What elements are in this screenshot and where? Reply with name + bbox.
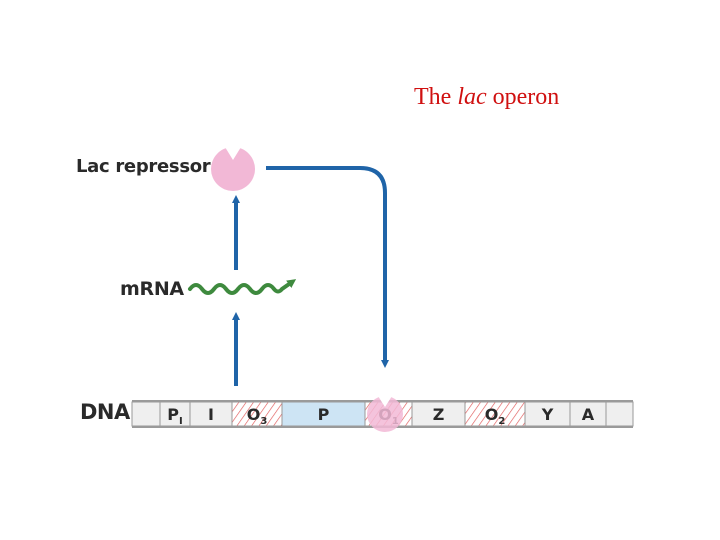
- dna-segment-Y: Y: [524, 401, 571, 427]
- dna-segment-head: [131, 401, 161, 427]
- dna-segment-PI: PI: [159, 401, 191, 427]
- dna-segment-I: I: [189, 401, 233, 427]
- dna-segment-box: [159, 401, 191, 427]
- dna-segment-Z: Z: [411, 401, 466, 427]
- mrna-label: mRNA: [120, 278, 184, 300]
- dna-segment-label: A: [582, 405, 595, 424]
- dna-segment-label: Y: [541, 405, 554, 424]
- dna-segment-O2: O2: [464, 401, 526, 427]
- dna-segment-label: I: [208, 405, 214, 424]
- dna-segment-box: [189, 401, 233, 427]
- dna-segment-label: P: [318, 405, 330, 424]
- title-italic: lac: [457, 84, 487, 110]
- title-suffix: operon: [486, 84, 560, 110]
- dna-segment-tail: [605, 401, 634, 427]
- dna-segment-O3: O3: [231, 401, 283, 427]
- dna-segment-box: [411, 401, 466, 427]
- diagram-title: The lac operon: [414, 84, 559, 111]
- dna-segment-label: PI: [167, 405, 182, 427]
- lac-repressor-label: Lac repressor: [76, 156, 211, 177]
- bound-repressor-icon: [367, 396, 403, 432]
- dna-segment-box: [569, 401, 607, 427]
- dna-segment-P: P: [281, 401, 366, 427]
- dna-segment-box: [524, 401, 571, 427]
- mrna-label-rest: RNA: [139, 278, 185, 300]
- mrna-label-m: m: [120, 278, 140, 300]
- lac-repressor-icon: [211, 147, 255, 191]
- mrna-wave-icon: [188, 279, 297, 295]
- dna-label: DNA: [80, 400, 130, 424]
- title-prefix: The: [414, 84, 458, 110]
- dna-segment-label: Z: [433, 405, 445, 424]
- dna-segment-box: [281, 401, 366, 427]
- dna-segment-A: A: [569, 401, 607, 427]
- repressor-binding-arrow: [266, 166, 389, 368]
